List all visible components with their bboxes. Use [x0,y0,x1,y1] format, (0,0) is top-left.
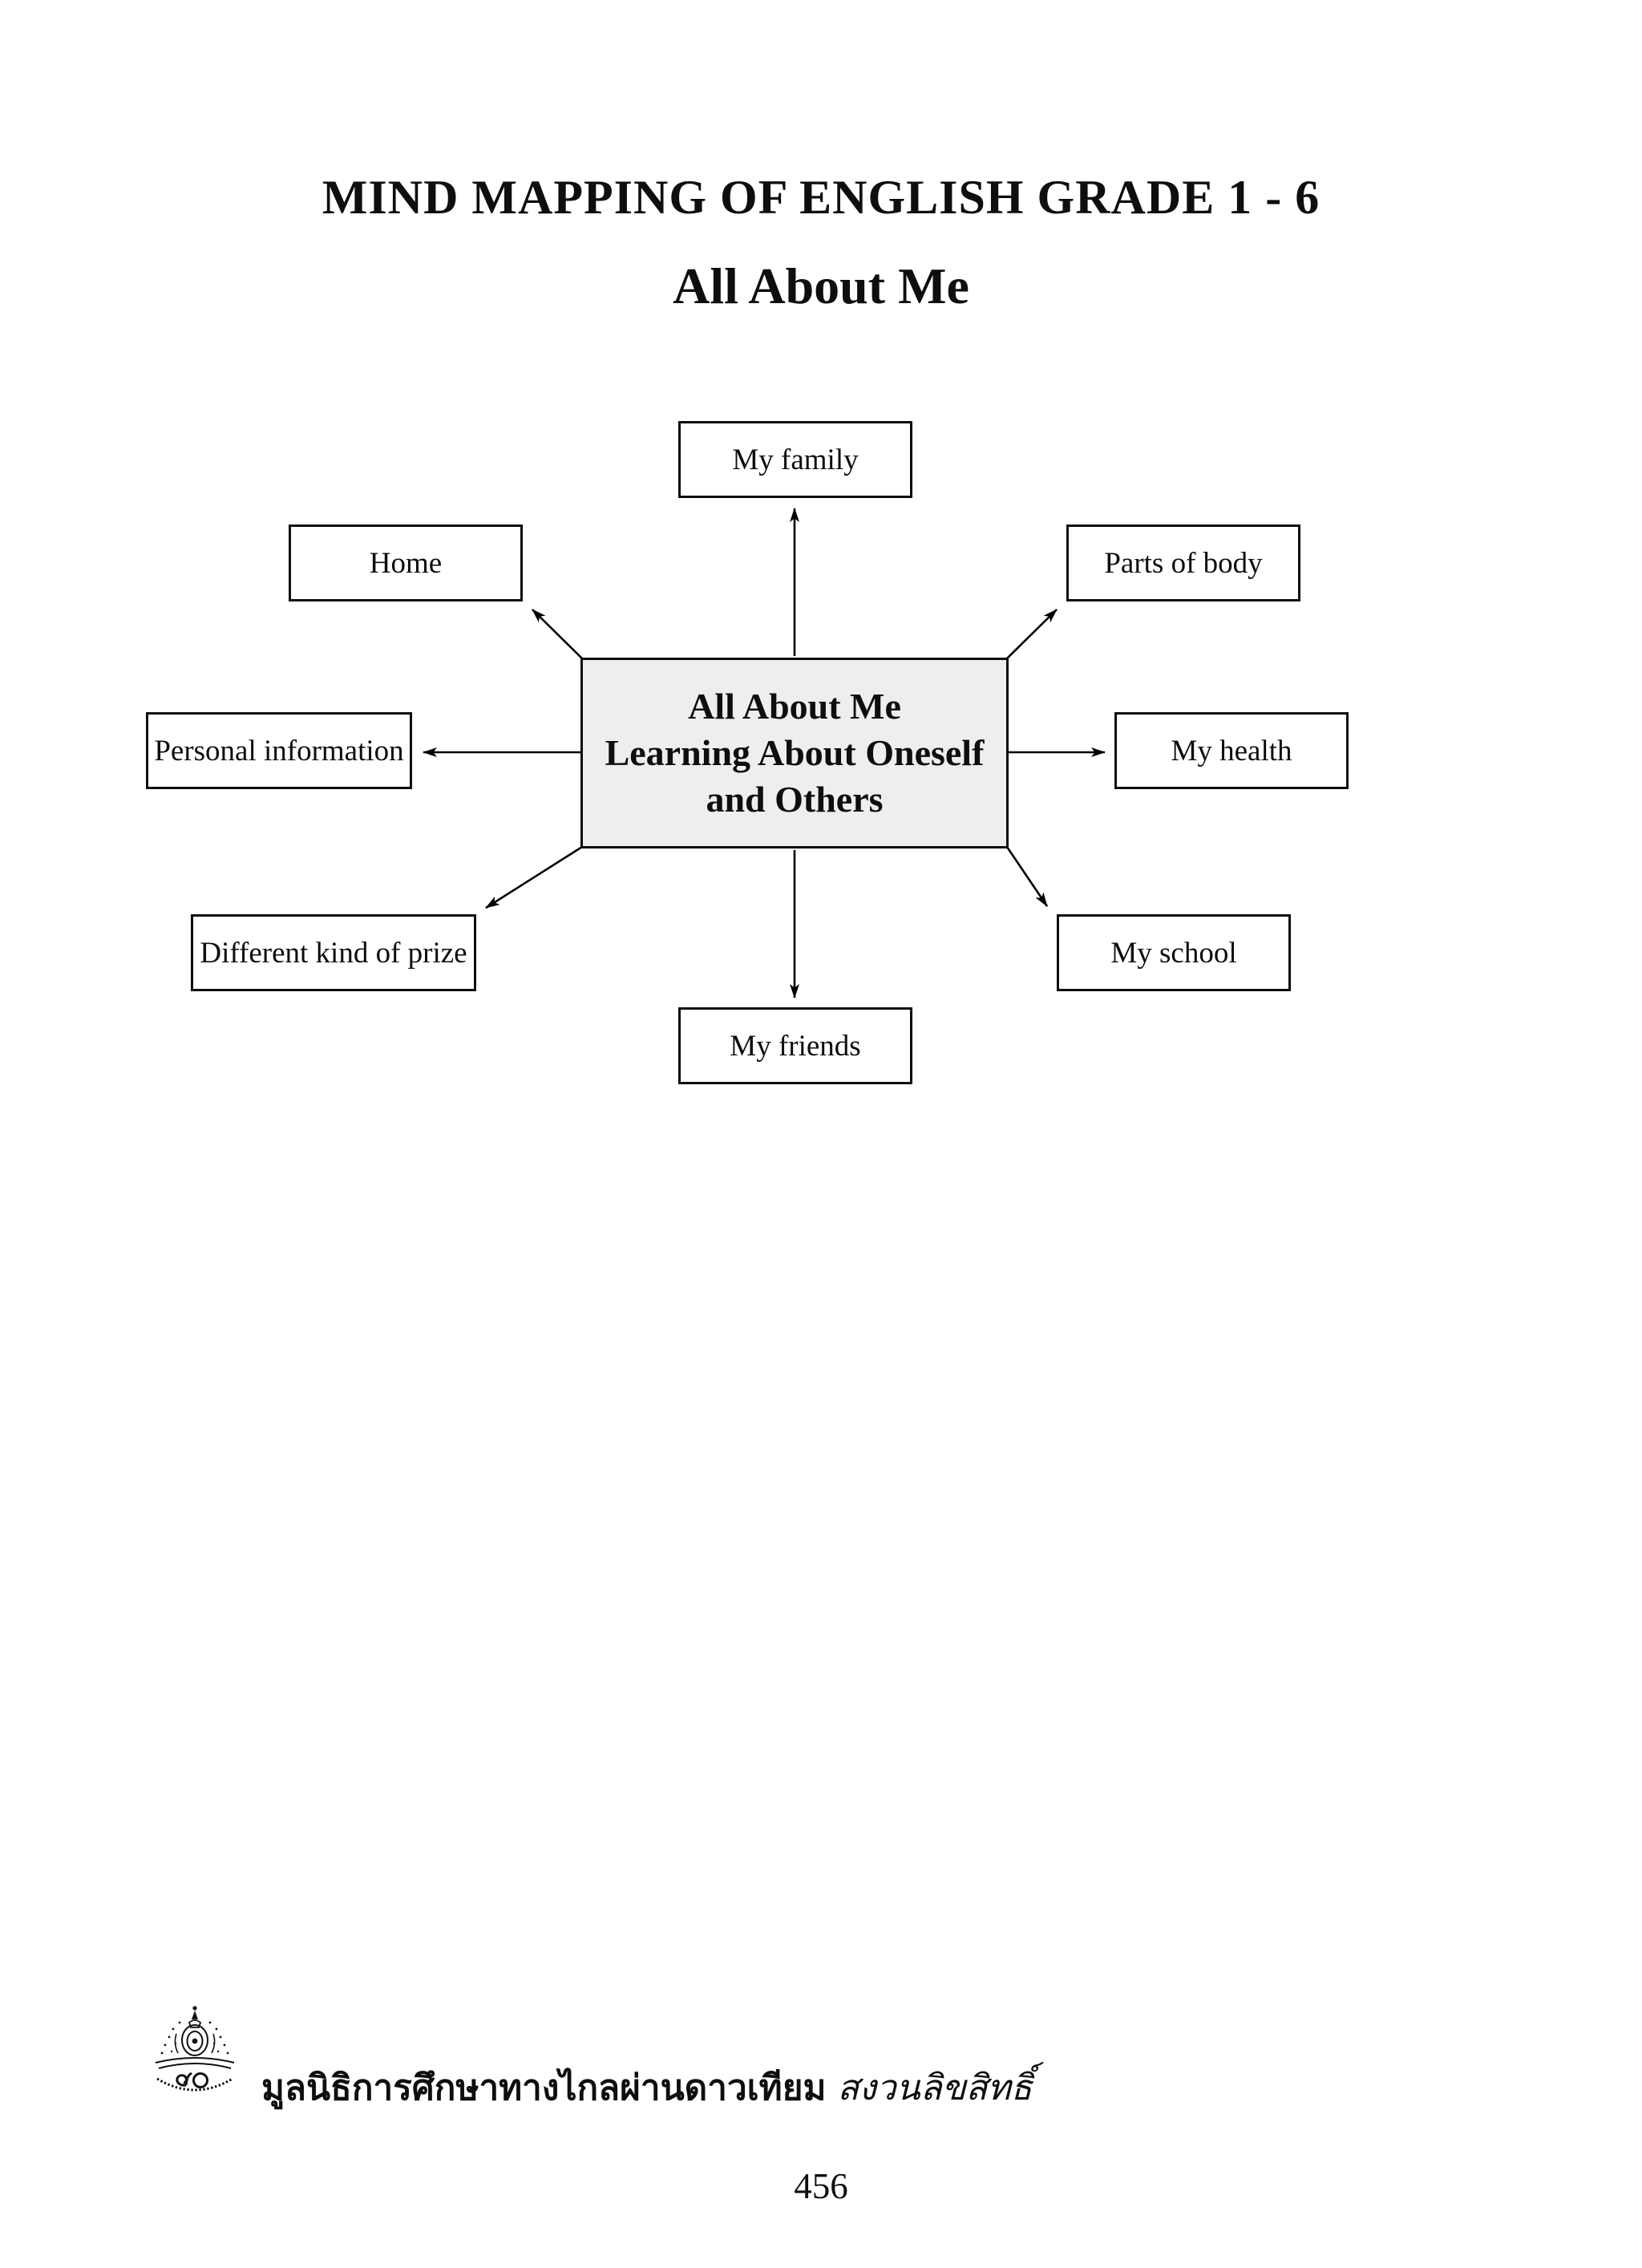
page-subtitle: All About Me [673,257,969,314]
topic-label: Parts of body [1104,546,1263,580]
topic-label: My friends [730,1029,861,1063]
topic-label: My health [1171,734,1292,767]
rights-reserved-text: สงวนลิขสิทธิ์ [837,2068,1033,2108]
central-topic-line1: All About Me [688,686,901,727]
page-number: 456 [794,2166,848,2206]
page-title: MIND MAPPING OF ENGLISH GRADE 1 - 6 [322,171,1320,224]
topic-box-parts-of-body: Parts of body [1066,524,1300,601]
topic-box-my-school: My school [1057,914,1291,991]
connector-home [532,609,584,660]
topic-label: Personal information [154,734,404,767]
topic-box-my-friends: My friends [678,1007,912,1084]
topic-box-home: Home [289,524,523,601]
central-topic-box: All About Me Learning About Oneself and … [580,658,1009,848]
topic-box-personal-information: Personal information [146,712,412,789]
topic-box-my-health: My health [1114,712,1349,789]
connector-parts-of-body [1005,609,1058,660]
connector-different-kind-of-prize [485,845,583,909]
foundation-crest-icon [155,2006,235,2092]
connector-my-school [1005,846,1049,907]
topic-label: My school [1110,936,1237,970]
central-topic-line2: Learning About Oneself [605,732,985,773]
central-topic-line3: and Others [706,779,884,820]
topic-label: My family [732,443,859,476]
topic-box-different-kind-of-prize: Different kind of prize [191,914,476,991]
foundation-name-text: มูลนิธิการศึกษาทางไกลผ่านดาวเทียม [261,2068,827,2108]
topic-label: Home [369,546,443,580]
footer-credit: มูลนิธิการศึกษาทางไกลผ่านดาวเทียมสงวนลิข… [261,2059,1032,2116]
topic-box-my-family: My family [678,421,912,498]
topic-label: Different kind of prize [200,936,467,970]
